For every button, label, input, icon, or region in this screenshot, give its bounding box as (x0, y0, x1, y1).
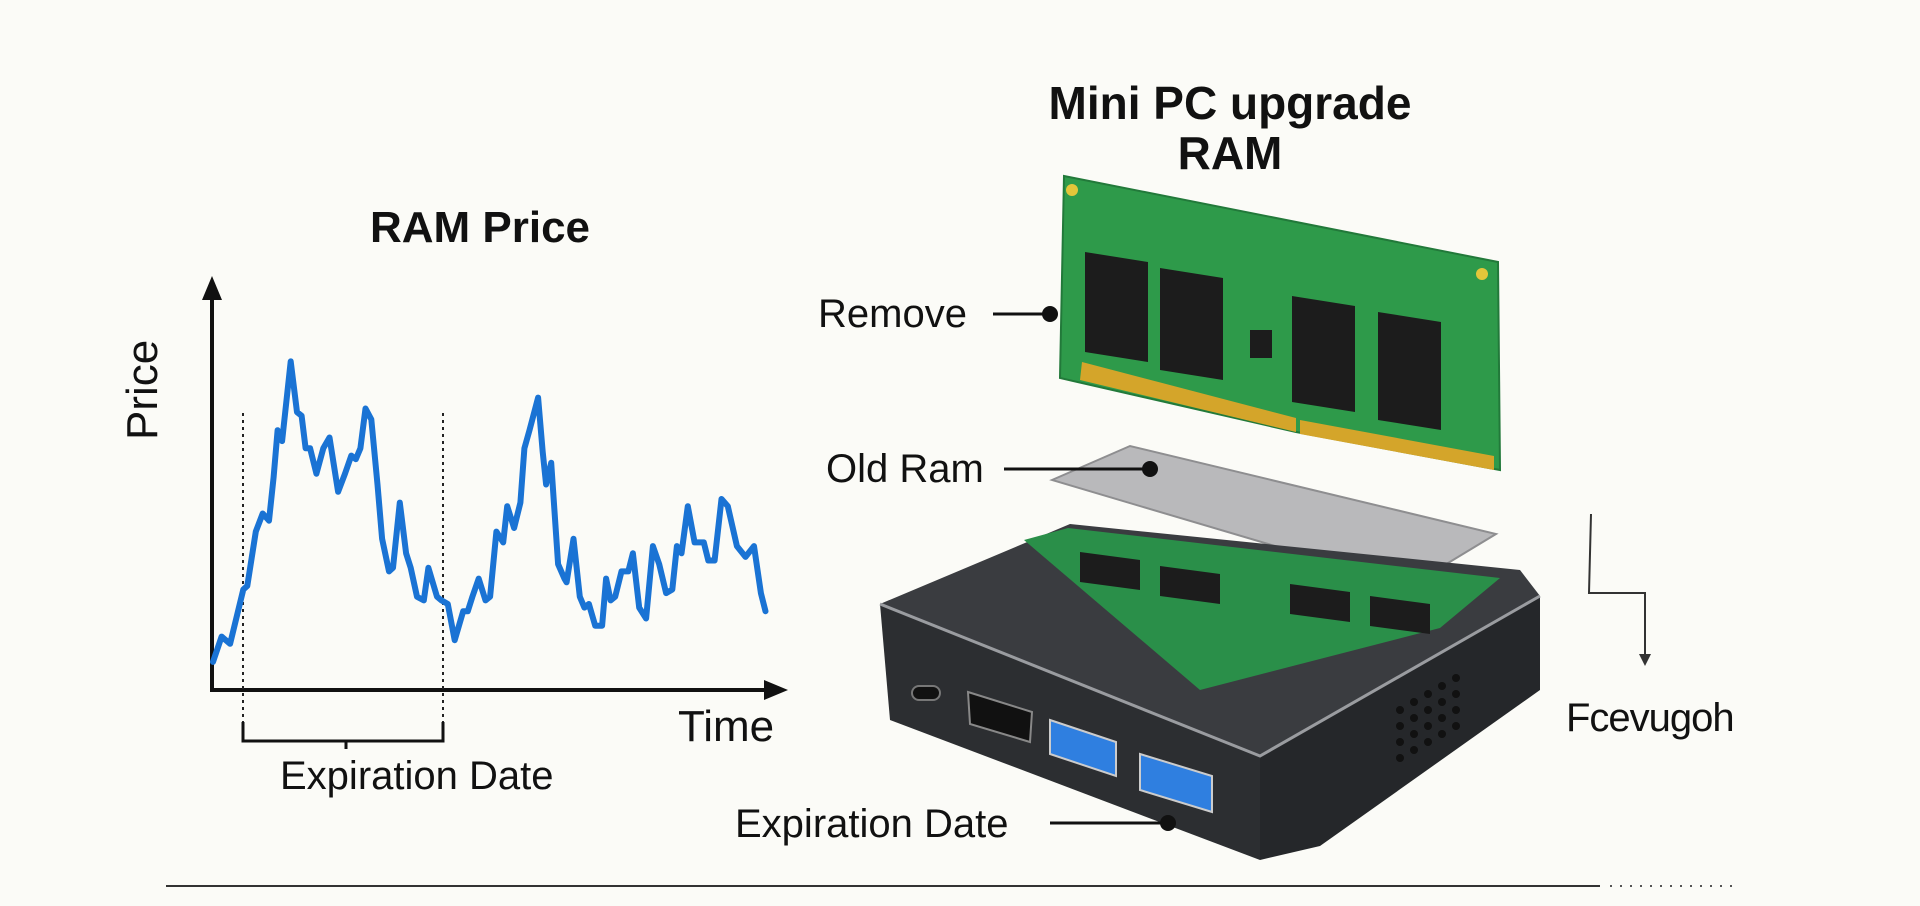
expiration-bracket (241, 722, 445, 749)
diagram-title-line1: Mini PC upgrade (1048, 77, 1412, 129)
spd-chip (1250, 330, 1272, 358)
expiration-dot-icon (1160, 815, 1176, 831)
chart-title: RAM Price (369, 203, 591, 252)
usb-a-port (1049, 718, 1117, 778)
hdmi-port (966, 690, 1034, 744)
flow-arrow (1587, 513, 1646, 656)
expiration-date-label: Expiration Date (280, 754, 554, 798)
usb-a-port (1139, 752, 1213, 814)
vent-grille (1396, 674, 1460, 762)
callout-remove: Remove (818, 292, 967, 336)
flow-label: Fcevugoh (1566, 696, 1735, 740)
callout-expiration-date: Expiration Date (735, 802, 1009, 846)
old-ram-dot-icon (1142, 461, 1158, 477)
memory-chip (1160, 268, 1223, 380)
x-axis (210, 680, 788, 700)
price-line (210, 358, 769, 665)
x-axis-arrow-icon (764, 680, 788, 700)
diagram-title-line2: RAM (1177, 127, 1283, 179)
memory-chip (1085, 252, 1148, 362)
memory-chip (1378, 312, 1441, 430)
mini-pc-case (879, 524, 1541, 860)
remove-dot-icon (1042, 306, 1058, 322)
flow-arrow-head-icon (1639, 654, 1651, 666)
y-axis-arrow-icon (202, 276, 222, 300)
ram-module (1058, 174, 1502, 472)
diagram-title: Mini PC upgrade RAM (1000, 78, 1460, 178)
usb-c-port (911, 685, 941, 701)
y-axis (202, 276, 222, 690)
callout-old-ram: Old Ram (826, 447, 984, 491)
memory-chip (1292, 296, 1355, 412)
x-axis-label: Time (678, 702, 775, 751)
